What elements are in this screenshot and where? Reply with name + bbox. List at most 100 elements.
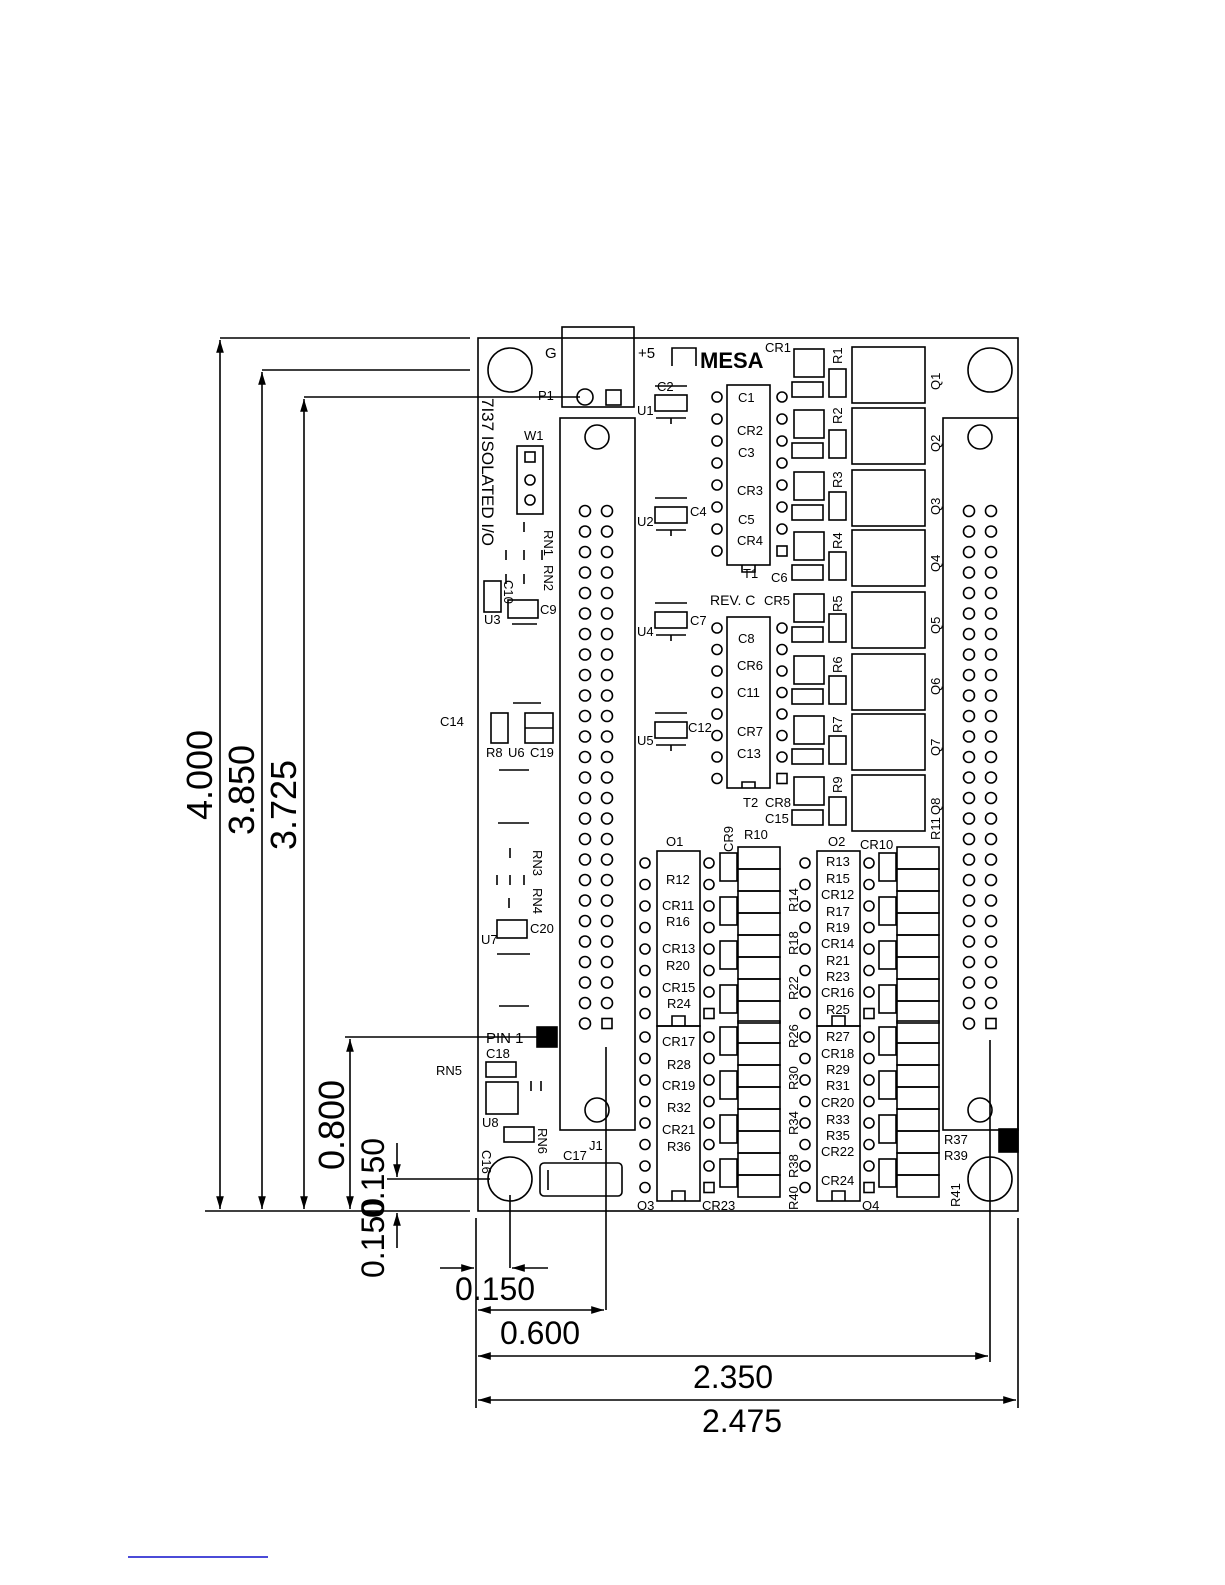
j1-pin [578,935,592,948]
j2-pin [962,894,976,907]
j2-pin [984,750,998,764]
j2-pin [962,853,976,866]
o-pin [703,878,715,891]
cr-part [793,715,825,745]
o-pin [639,900,651,912]
refdes-c2: C2 [657,379,674,394]
refdes-cr17: CR17 [662,1034,695,1049]
r-array-cell [896,890,940,914]
j2-pin1-marker [998,1128,1019,1153]
r-array-cell [896,1020,940,1044]
refdes-q8: Q8 [928,798,943,815]
q5-package [851,591,926,649]
dim-overall-height: 4.000 [179,730,220,820]
o-pin [639,921,651,934]
refdes-c11: C11 [737,685,760,700]
r-array-cell [896,1064,940,1088]
o-pin [703,1160,715,1172]
r-array-cell [896,846,940,870]
footer-link-underline[interactable] [128,1556,268,1558]
pin1-label: PIN 1 [486,1030,524,1047]
o-pin [863,878,875,891]
refdes-cr9: CR9 [721,826,736,852]
refdes-cr8: CR8 [765,795,791,810]
t1-pin [711,391,723,403]
j1-pin [578,894,592,907]
j2-pin [984,914,998,928]
c-part [791,381,824,398]
r-array-cell [737,1042,781,1066]
refdes-rn6: RN6 [535,1128,550,1154]
j2-pin [984,935,998,948]
refdes-cr7: CR7 [737,724,763,739]
c-part [791,564,824,581]
j1-pin [600,525,614,538]
refdes-w1: W1 [524,428,544,443]
refdes-r25: R25 [826,1002,850,1017]
t1-pin [776,501,788,513]
cr-part [719,1070,738,1100]
cr-part [878,1026,897,1056]
o-pin [639,964,651,977]
o-pin [863,1031,875,1043]
refdes-cr11: CR11 [662,898,694,913]
j2-pin [962,832,976,846]
j1-pin [578,689,592,702]
j2-pin [984,832,998,846]
o-pin [863,1074,875,1086]
t2-pin [711,622,723,634]
dim-j2-offset: 2.350 [693,1359,773,1395]
board-outline [477,337,1019,1212]
j1-pin [578,853,592,866]
o-pin [863,986,875,998]
t1-module [726,384,771,566]
t2-pin1 [776,772,788,785]
mesa-logo-mark [671,347,697,366]
j2-pin [984,627,998,641]
o-pin [703,1138,715,1151]
o-pin [863,1138,875,1151]
refdes-r19: R19 [826,920,850,935]
r-array-cell [737,912,781,936]
t2-pin [776,643,788,656]
t2-pin [776,729,788,742]
logo-text: MESA [700,348,764,373]
r-array-cell [737,890,781,914]
q8-package [851,774,926,832]
refdes-cr2: CR2 [737,423,763,438]
dim-hole-offset-bottom: 0.150 [355,1138,391,1218]
refdes-r34: R34 [786,1111,801,1135]
refdes-q5: Q5 [928,617,943,634]
o-pin [639,1074,651,1086]
o-pin [863,1160,875,1172]
cr-part [719,984,738,1014]
o-pin [703,1031,715,1043]
c-part [791,442,824,459]
cr-part [793,471,825,501]
j2-pin [962,504,976,518]
g-label: G [545,345,557,362]
q3-package [851,469,926,527]
refdes-cr21: CR21 [662,1122,695,1137]
refdes-q7: Q7 [928,739,943,756]
q4-package [851,529,926,587]
refdes-cr5: CR5 [764,593,790,608]
o-pin1 [703,1181,715,1194]
t1-pin [711,413,723,425]
refdes-cr19: CR19 [662,1078,695,1093]
r-part [828,491,847,521]
refdes-c5: C5 [738,512,755,527]
o-pin1 [703,1007,715,1020]
refdes-cr24: CR24 [821,1173,854,1188]
j2-pin [962,689,976,702]
o-pin [799,878,811,891]
o-pin [863,943,875,955]
t1-pin [711,457,723,469]
refdes-j2: J2 [1001,1132,1015,1147]
j2-pin [962,791,976,805]
refdes-u6: U6 [508,745,525,760]
cr-part [878,1158,897,1188]
refdes-rn2: RN2 [541,565,556,591]
o-pin [639,1117,651,1129]
refdes-c4: C4 [690,504,707,519]
